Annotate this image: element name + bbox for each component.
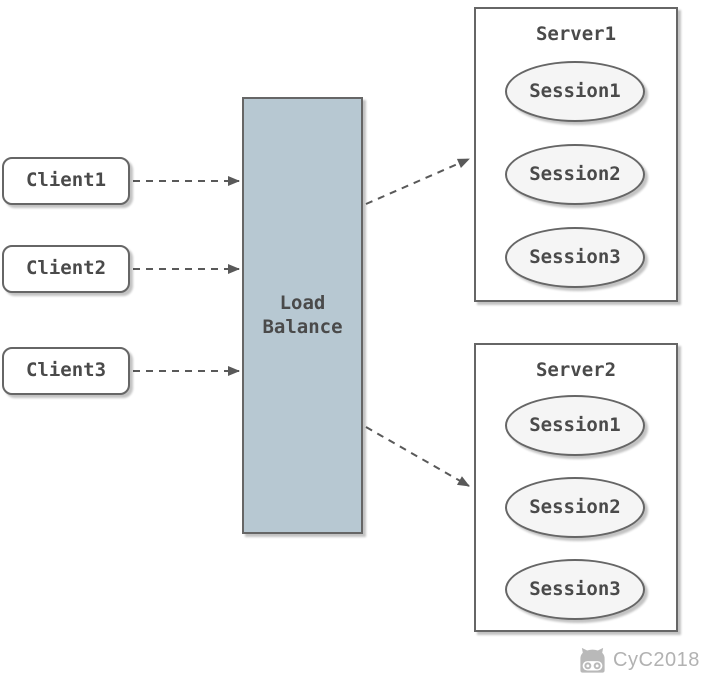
server1-session1-node: Session1 [505, 61, 645, 122]
server1-session2-label: Session2 [529, 162, 621, 185]
server1-session1-label: Session1 [529, 79, 621, 102]
server2-session1-node: Session1 [505, 395, 645, 456]
server2-session2-node: Session2 [505, 477, 645, 538]
server2-title: Server2 [535, 359, 617, 381]
server1-group: Server1 Session1 Session2 Session3 [474, 7, 678, 302]
server2-session3-label: Session3 [529, 577, 621, 600]
arrow-loadbalancer-to-server1 [365, 158, 470, 205]
server1-session2-node: Session2 [505, 144, 645, 205]
client2-node: Client2 [2, 245, 130, 293]
load-balancer-node: Load Balance [242, 97, 363, 534]
server2-session2-label: Session2 [529, 495, 621, 518]
github-octocat-icon [580, 647, 605, 673]
server2-group: Server2 Session1 Session2 Session3 [474, 343, 678, 632]
server1-session3-node: Session3 [505, 227, 645, 288]
client3-label: Client3 [25, 359, 107, 382]
server1-session3-label: Session3 [529, 245, 621, 268]
server2-session1-label: Session1 [529, 413, 621, 436]
load-balancer-label: Load Balance [262, 291, 343, 338]
watermark: CyC2018 [577, 646, 700, 674]
client3-node: Client3 [2, 347, 130, 395]
watermark-text: CyC2018 [613, 648, 700, 671]
client1-label: Client1 [25, 169, 107, 192]
arrow-loadbalancer-to-server2 [365, 426, 470, 487]
client1-node: Client1 [2, 157, 130, 205]
server1-title: Server1 [535, 23, 617, 45]
server2-session3-node: Session3 [505, 559, 645, 620]
client2-label: Client2 [25, 257, 107, 280]
